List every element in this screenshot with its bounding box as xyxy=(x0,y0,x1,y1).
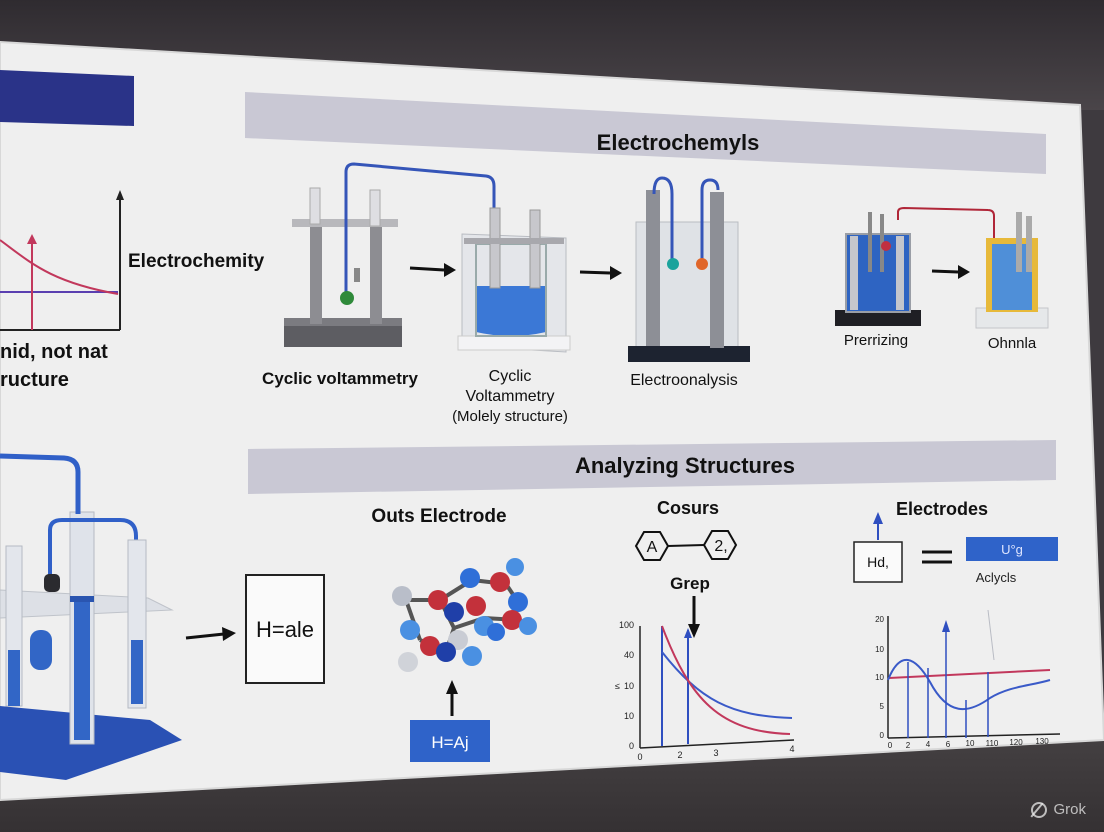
x-tick-label: 0 xyxy=(637,752,642,762)
navy-banner xyxy=(0,70,134,126)
watermark-text: Grok xyxy=(1053,801,1086,818)
x-tick-label: 130 xyxy=(1035,737,1049,746)
blue-tag-text: H=Aj xyxy=(431,733,468,752)
y-tick-label: 10 xyxy=(624,711,634,721)
step-label-ohnnla: Ohnnla xyxy=(988,335,1037,352)
outs-electrode-title: Outs Electrode xyxy=(371,506,506,527)
x-tick-label: 2 xyxy=(906,741,911,750)
step-label-electroonalysis: Electroonalysis xyxy=(630,372,738,389)
x-tick-label: 10 xyxy=(966,739,975,748)
equation-box-text: H=ale xyxy=(256,617,314,642)
grep-label: Grep xyxy=(670,574,710,593)
y-tick-label: 0 xyxy=(880,731,885,740)
acylcls-label: Aclycls xyxy=(976,570,1017,585)
hd-box-text: Hd, xyxy=(867,554,889,570)
y-axis-tag: ≤ xyxy=(615,681,620,691)
hexagon-left-label: A xyxy=(647,539,658,556)
top-banner-title: Electrochemyls xyxy=(597,130,760,155)
cosurs-title: Cosurs xyxy=(657,498,719,518)
y-tick-label: 10 xyxy=(875,645,884,654)
grok-logo-icon xyxy=(1031,802,1047,818)
x-tick-label: 2 xyxy=(677,750,682,760)
grok-watermark: Grok xyxy=(1031,801,1086,818)
y-tick-label: 10 xyxy=(875,673,884,682)
y-tick-label: 5 xyxy=(880,702,885,711)
left-caption-line2: ructure xyxy=(0,369,69,391)
step-label-cyclic: Cyclic xyxy=(489,368,532,385)
x-tick-label: 4 xyxy=(926,740,931,749)
blue-rect-text: U°g xyxy=(1001,542,1023,557)
step-label-molely-structure: (Molely structure) xyxy=(452,408,568,425)
y-tick-label: 10 xyxy=(624,681,634,691)
x-tick-label: 6 xyxy=(946,740,951,749)
electrodes-title: Electrodes xyxy=(896,499,988,519)
left-chart-label: Electrochemity xyxy=(128,251,265,272)
x-tick-label: 3 xyxy=(713,748,718,758)
x-tick-label: 4 xyxy=(789,744,794,754)
y-tick-label: 40 xyxy=(624,650,634,660)
x-tick-label: 0 xyxy=(888,741,893,750)
step-label-cyclic-voltammetry: Cyclic voltammetry xyxy=(262,369,418,388)
y-tick-label: 20 xyxy=(875,615,884,624)
left-caption-line1: nid, not nat xyxy=(0,341,108,363)
x-tick-label: 110 xyxy=(986,739,999,748)
y-tick-label: 100 xyxy=(619,620,634,630)
y-tick-label: 0 xyxy=(629,741,634,751)
hexagon-right-label: 2, xyxy=(714,538,727,555)
x-tick-label: 120 xyxy=(1009,738,1023,747)
step-label-voltammetry: Voltammetry xyxy=(466,388,555,405)
bottom-banner-title: Analyzing Structures xyxy=(575,453,795,478)
step-label-prerrizing: Prerrizing xyxy=(844,332,908,349)
